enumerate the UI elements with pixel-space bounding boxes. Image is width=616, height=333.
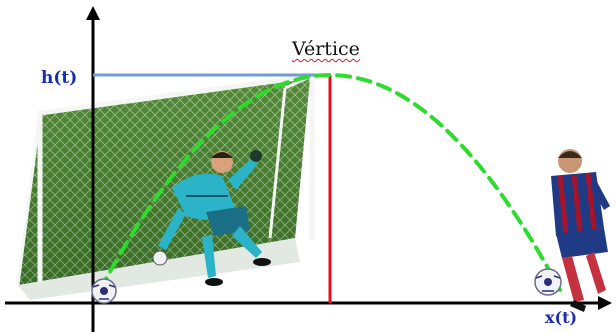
trajectory-curve	[98, 73, 562, 292]
height-label: h(t)	[41, 68, 78, 88]
ball-end-icon	[534, 268, 562, 296]
goalkeeper-icon	[152, 150, 271, 286]
soccer-goal-icon	[16, 73, 315, 300]
ball-start-icon	[91, 278, 117, 304]
soccer-player-icon	[551, 149, 610, 312]
x-axis-label: x(t)	[545, 308, 578, 327]
x-axis-arrow	[598, 296, 612, 310]
vertex-label: Vértice	[292, 38, 360, 60]
y-axis-arrow	[86, 6, 100, 20]
